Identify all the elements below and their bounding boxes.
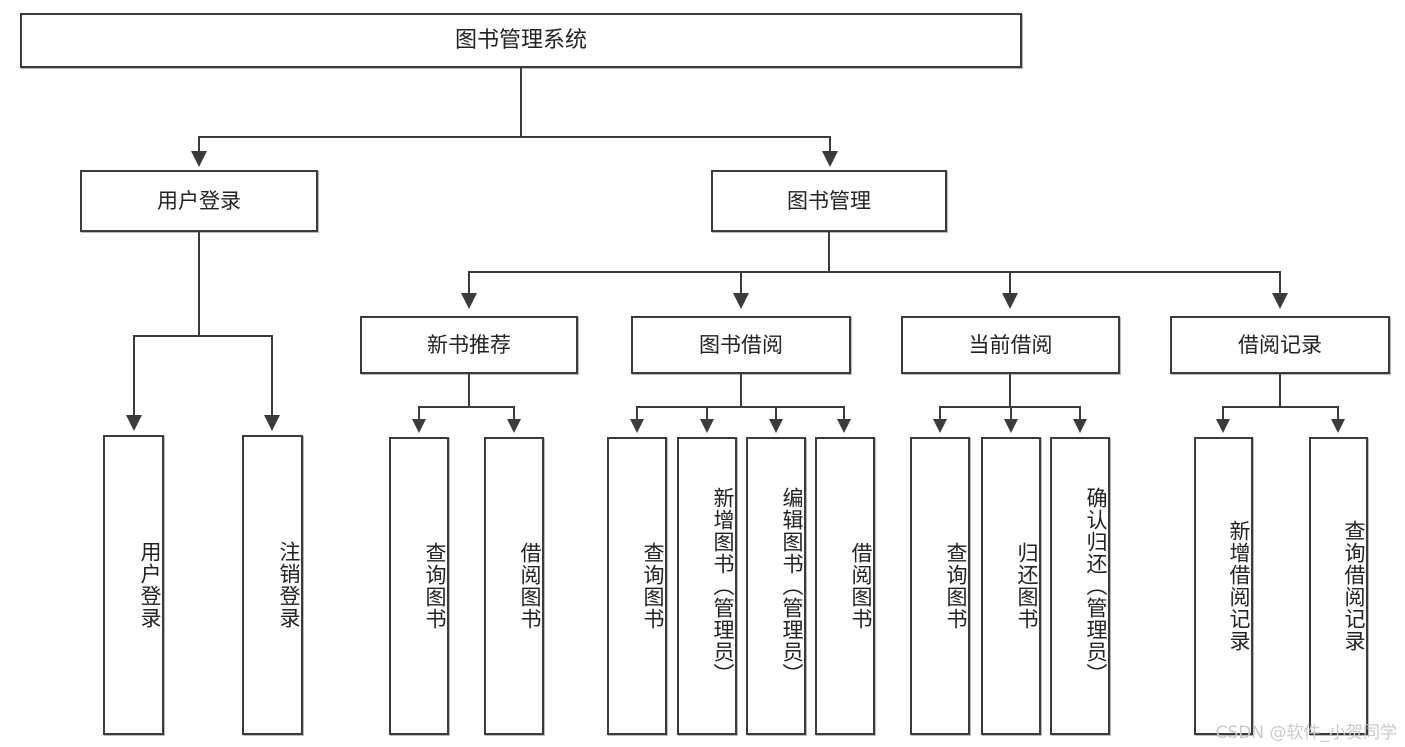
arrowhead-current-borrow-leaf3 [1073, 419, 1087, 433]
connector-book-borrow-leaf2 [706, 406, 708, 420]
leaf-user-login-login[interactable]: 用户登录 [103, 435, 164, 735]
connector-book-manage-stem [828, 232, 830, 273]
arrowhead-user-login-leaf1 [126, 415, 142, 431]
connector-book-manage-to-borrow [740, 271, 742, 295]
leaf-current-borrow-query[interactable]: 查询图书 [910, 437, 970, 735]
leaf-borrow-record-query[interactable]: 查询借阅记录 [1309, 437, 1368, 735]
connector-root-stem [520, 68, 522, 137]
leaf-new-book-query[interactable]: 查询图书 [389, 437, 449, 735]
connector-book-manage-to-record [1279, 271, 1281, 295]
connector-new-book-stem [468, 374, 470, 408]
connector-new-book-leaf2 [513, 406, 515, 420]
arrowhead-new-book-leaf2 [507, 419, 521, 433]
leaf-new-book-borrow[interactable]: 借阅图书 [484, 437, 544, 735]
connector-user-login-bus [133, 335, 272, 337]
arrowhead-book-borrow-leaf3 [769, 419, 783, 433]
connector-borrow-record-stem [1279, 374, 1281, 408]
arrowhead-root-to-book-manage [822, 151, 838, 167]
node-current-borrow[interactable]: 当前借阅 [901, 316, 1120, 374]
connector-book-manage-to-new-book [468, 271, 470, 295]
node-book-management[interactable]: 图书管理 [711, 170, 947, 232]
arrowhead-book-borrow-leaf2 [700, 419, 714, 433]
arrowhead-current-borrow-leaf2 [1004, 419, 1018, 433]
arrowhead-book-manage-to-record [1272, 293, 1288, 309]
arrowhead-user-login-leaf2 [264, 415, 280, 431]
connector-new-book-leaf1 [418, 406, 420, 420]
leaf-book-borrow-borrow[interactable]: 借阅图书 [815, 437, 875, 735]
connector-book-borrow-leaf4 [843, 406, 845, 420]
connector-user-login-leaf2 [271, 335, 273, 417]
connector-book-manage-bus [468, 271, 1280, 273]
connector-current-borrow-leaf1 [939, 406, 941, 420]
connector-current-borrow-bus [939, 406, 1080, 408]
node-book-borrow[interactable]: 图书借阅 [631, 316, 851, 374]
arrowhead-new-book-leaf1 [412, 419, 426, 433]
arrowhead-root-to-user-login [191, 151, 207, 167]
arrowhead-book-manage-to-current [1002, 293, 1018, 309]
connector-root-to-user-login [198, 136, 200, 152]
arrowhead-book-manage-to-new-book [461, 293, 477, 309]
connector-borrow-record-leaf1 [1222, 406, 1224, 420]
connector-new-book-bus [418, 406, 515, 408]
connector-current-borrow-leaf3 [1079, 406, 1081, 420]
leaf-borrow-record-add[interactable]: 新增借阅记录 [1194, 437, 1253, 735]
connector-root-bus [198, 136, 831, 138]
connector-user-login-stem [198, 232, 200, 336]
node-new-book-recommend[interactable]: 新书推荐 [360, 316, 578, 374]
connector-root-to-book-manage [829, 136, 831, 152]
leaf-current-borrow-confirm[interactable]: 确认归还（管理员） [1050, 437, 1110, 735]
arrowhead-book-borrow-leaf1 [630, 419, 644, 433]
node-root-system[interactable]: 图书管理系统 [20, 13, 1022, 68]
leaf-book-borrow-query[interactable]: 查询图书 [607, 437, 667, 735]
connector-book-borrow-leaf3 [775, 406, 777, 420]
connector-borrow-record-bus [1222, 406, 1339, 408]
node-user-login[interactable]: 用户登录 [80, 170, 318, 232]
arrowhead-book-borrow-leaf4 [837, 419, 851, 433]
connector-borrow-record-leaf2 [1337, 406, 1339, 420]
node-borrow-record[interactable]: 借阅记录 [1170, 316, 1390, 374]
leaf-user-login-logout[interactable]: 注销登录 [242, 435, 303, 735]
connector-current-borrow-leaf2 [1010, 406, 1012, 420]
arrowhead-current-borrow-leaf1 [933, 419, 947, 433]
connector-current-borrow-stem [1009, 374, 1011, 408]
watermark-text: CSDN @软件_小贺同学 [1215, 723, 1397, 743]
arrowhead-borrow-record-leaf1 [1216, 419, 1230, 433]
connector-book-borrow-bus [636, 406, 845, 408]
connector-book-borrow-leaf1 [636, 406, 638, 420]
connector-book-manage-to-current [1009, 271, 1011, 295]
arrowhead-book-manage-to-borrow [733, 293, 749, 309]
connector-book-borrow-stem [740, 374, 742, 408]
connector-user-login-leaf1 [133, 335, 135, 417]
leaf-book-borrow-add[interactable]: 新增图书（管理员） [677, 437, 737, 735]
arrowhead-borrow-record-leaf2 [1331, 419, 1345, 433]
leaf-current-borrow-return[interactable]: 归还图书 [981, 437, 1041, 735]
leaf-book-borrow-edit[interactable]: 编辑图书（管理员） [746, 437, 806, 735]
